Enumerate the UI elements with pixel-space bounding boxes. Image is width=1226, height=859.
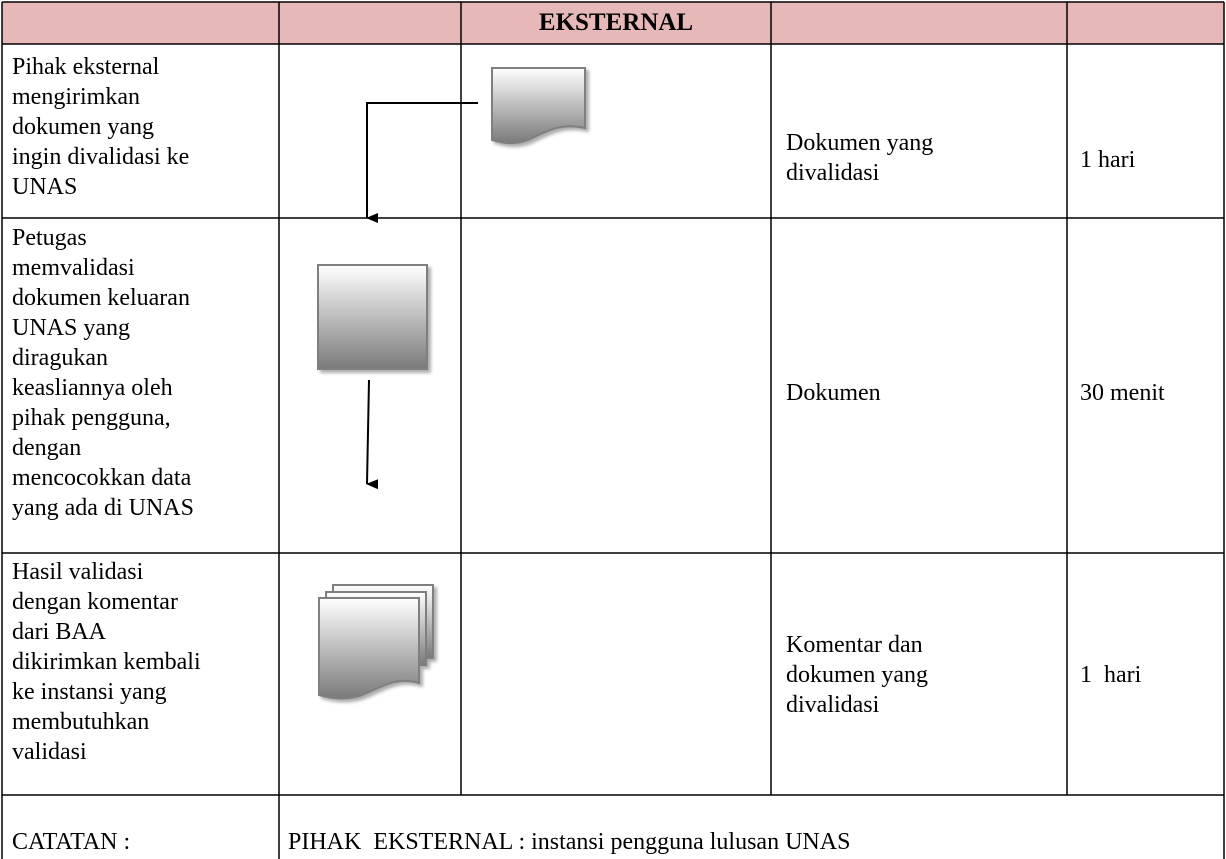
- connector-arrow: [366, 102, 478, 223]
- row-2-time: 30 menit: [1080, 380, 1165, 406]
- row-1-activity: Pihak eksternal mengirimkan dokumen yang…: [12, 54, 190, 200]
- row-2-output: Dokumen: [786, 380, 881, 406]
- document-icon: [491, 67, 586, 145]
- row-3-output: Komentar dan dokumen yang divalidasi: [786, 632, 928, 718]
- note-label: CATATAN :: [12, 829, 131, 855]
- multi-document-icon: [318, 584, 434, 700]
- row-1-time: 1 hari: [1080, 147, 1136, 173]
- connector-arrow: [366, 379, 379, 490]
- row-3-activity: Hasil validasi dengan komentar dari BAA …: [12, 559, 201, 765]
- row-2-activity: Petugas memvalidasi dokumen keluaran UNA…: [12, 225, 194, 521]
- header-title: EKSTERNAL: [538, 9, 694, 36]
- row-1-output: Dokumen yang divalidasi: [786, 130, 934, 186]
- header-row: [2, 2, 1224, 44]
- row-3-time: 1 hari: [1080, 662, 1142, 688]
- process-icon: [317, 264, 428, 370]
- note-text: PIHAK EKSTERNAL : instansi pengguna lulu…: [288, 829, 851, 855]
